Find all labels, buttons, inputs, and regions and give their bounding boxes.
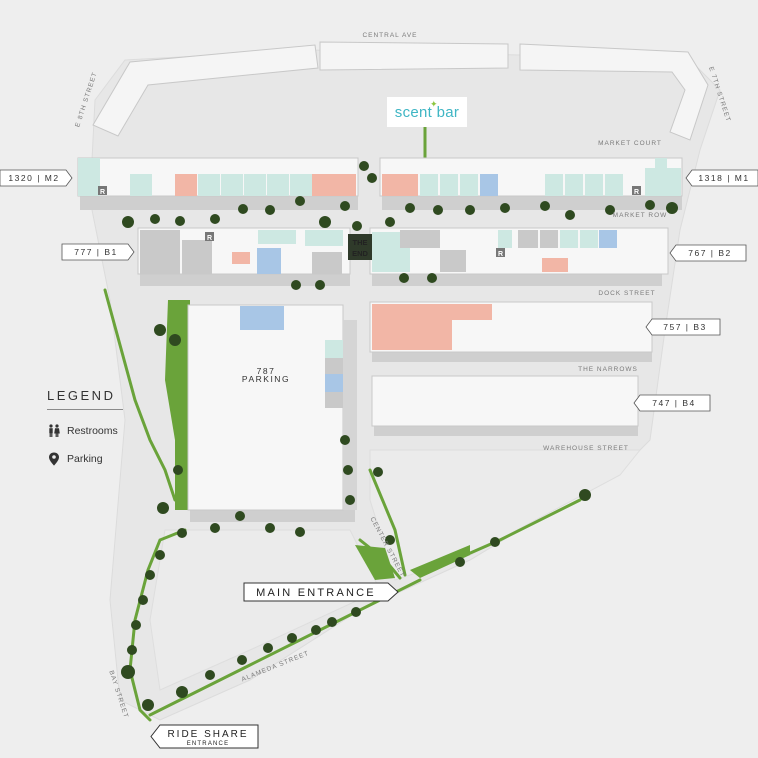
parking-landscape (165, 300, 190, 510)
restroom-marker (496, 248, 505, 257)
building-b2 (369, 227, 669, 286)
street-warehouse: WAREHOUSE STREET (543, 445, 629, 452)
scent-bar-logo: ✦ scent bar (387, 97, 467, 127)
the-end-line2: END (352, 249, 368, 258)
main-entrance-label: MAIN ENTRANCE (256, 587, 376, 599)
svg-text:R: R (498, 251, 503, 258)
svg-text:R: R (634, 189, 639, 196)
building-tags: 1320 | M2 1318 | M1 777 | B1 767 | B2 75… (0, 169, 758, 412)
trees (121, 161, 678, 711)
tag-b1: 777 | B1 (61, 243, 135, 261)
wing-east (519, 43, 709, 141)
street-market-row: MARKET ROW (613, 212, 668, 219)
map-pin-icon (47, 452, 61, 466)
tag-m2: 1320 | M2 (0, 169, 73, 187)
ride-share-label: RIDE SHARE (167, 729, 248, 740)
restroom-icon (47, 424, 61, 438)
street-dock: DOCK STREET (598, 290, 655, 297)
parking-number: 787 (257, 366, 276, 376)
restroom-marker (98, 186, 107, 195)
label-b4: 747 | B4 (652, 398, 696, 408)
building-b3 (369, 301, 653, 362)
legend-label-parking: Parking (67, 453, 103, 465)
the-end-marker: THE END (348, 234, 372, 260)
parking-787 (165, 300, 357, 522)
tag-b4: 747 | B4 (633, 394, 711, 412)
scent-bar-text: scent bar (394, 103, 460, 121)
svg-text:R: R (100, 189, 105, 196)
restroom-letters: R R R R (100, 189, 639, 258)
warehouse-green (410, 545, 470, 578)
street-central: CENTRAL AVE (362, 32, 417, 39)
label-b3: 757 | B3 (663, 322, 707, 332)
parking-word: PARKING (242, 374, 290, 384)
tag-b3: 757 | B3 (645, 318, 721, 336)
svg-text:R: R (207, 235, 212, 242)
building-m2 (77, 157, 359, 210)
building-b1 (137, 227, 351, 286)
ride-share-sign: RIDE SHARE ENTRANCE (150, 724, 259, 749)
street-market-court: MARKET COURT (598, 140, 662, 147)
label-m2: 1320 | M2 (8, 173, 59, 183)
warehouse-lot (369, 449, 642, 581)
label-m1: 1318 | M1 (698, 173, 749, 183)
wing-west (92, 44, 319, 137)
tag-m1: 1318 | M1 (685, 169, 758, 187)
building-b4 (371, 375, 639, 436)
tag-b2: 767 | B2 (669, 244, 747, 262)
the-end-line1: THE (353, 238, 368, 247)
restroom-marker (632, 186, 641, 195)
legend-title: LEGEND (47, 388, 123, 410)
street-narrows: THE NARROWS (578, 366, 638, 373)
legend-row-restrooms: Restrooms (47, 422, 167, 440)
lower-lot (149, 529, 381, 691)
building-m1 (379, 157, 683, 210)
label-b1: 777 | B1 (74, 247, 118, 257)
center-green (355, 545, 395, 580)
main-entrance-sign: MAIN ENTRANCE (243, 582, 399, 602)
legend-label-restrooms: Restrooms (67, 425, 118, 437)
legend-row-parking: Parking (47, 450, 167, 468)
sprig-icon: ✦ (430, 99, 438, 109)
wing-central (319, 41, 509, 71)
restroom-marker (205, 232, 214, 241)
legend: LEGEND Restrooms Parking (47, 388, 167, 478)
ride-share-sub: ENTRANCE (187, 741, 230, 747)
label-b2: 767 | B2 (688, 248, 732, 258)
